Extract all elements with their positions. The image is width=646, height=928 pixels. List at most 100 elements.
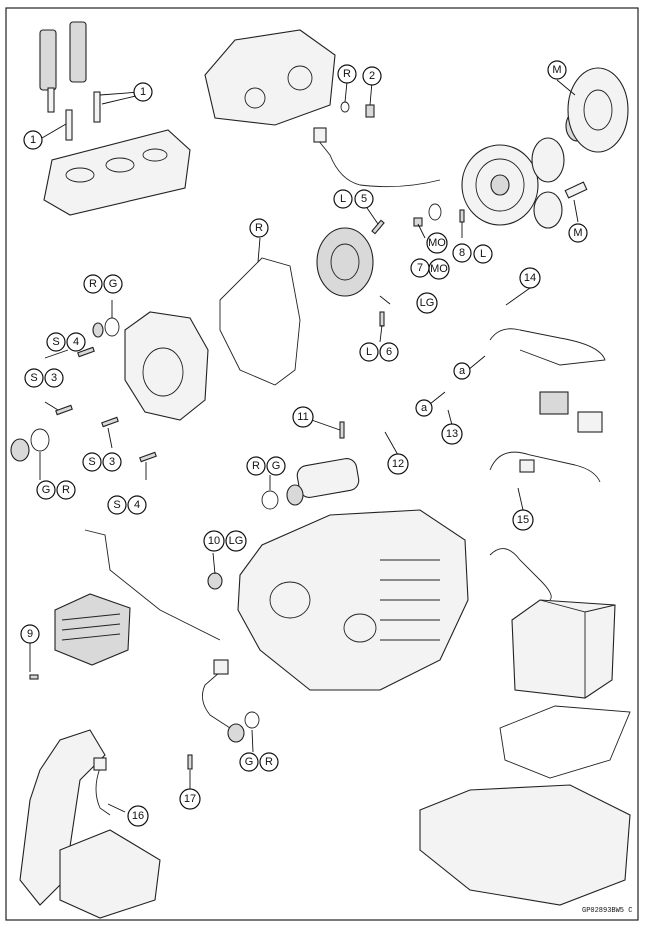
o-ring xyxy=(104,317,120,337)
code-l-5: L xyxy=(333,189,353,209)
callout-4-lower-text: 4 xyxy=(134,499,140,511)
code-mo-upper: MO xyxy=(426,232,448,254)
code-r-sensor-text: R xyxy=(265,756,273,768)
code-g-cover-text: G xyxy=(109,278,118,290)
harness-middle xyxy=(489,451,601,483)
callout-1-upper-text: 1 xyxy=(140,86,146,98)
code-lg-stator: LG xyxy=(416,292,438,314)
code-lg-stator-text: LG xyxy=(420,297,435,309)
sensor-connector xyxy=(213,659,229,675)
callout-13: 13 xyxy=(441,423,463,445)
code-r-cover-text: R xyxy=(89,278,97,290)
callout-11: 11 xyxy=(292,406,314,428)
callout-4-upper: 4 xyxy=(66,332,86,352)
code-g-plug-text: G xyxy=(42,484,51,496)
callout-3-lower: 3 xyxy=(102,452,122,472)
callout-14-text: 14 xyxy=(524,272,536,284)
code-s-3-lower-text: S xyxy=(88,456,95,468)
callout-4-lower: 4 xyxy=(127,495,147,515)
seal-ring xyxy=(340,101,350,113)
code-mo-upper-text: MO xyxy=(428,237,446,249)
alternator-cover xyxy=(124,311,209,421)
callout-7-text: 7 xyxy=(417,262,423,274)
code-g-sensor: G xyxy=(239,752,259,772)
callout-14: 14 xyxy=(519,267,541,289)
callout-9-text: 9 xyxy=(27,628,33,640)
code-a-upper-text: a xyxy=(459,365,466,377)
code-g-sensor-text: G xyxy=(245,756,254,768)
code-s-4-lower: S xyxy=(107,495,127,515)
callout-8-text: 8 xyxy=(459,247,465,259)
battery-cable xyxy=(489,548,552,601)
code-r-top: R xyxy=(337,64,357,84)
callout-12: 12 xyxy=(387,453,409,475)
oxygen-sensor-lead xyxy=(95,767,111,816)
callout-10: 10 xyxy=(203,530,225,552)
battery-case xyxy=(419,784,631,906)
code-l-5-text: L xyxy=(340,193,346,205)
connector xyxy=(519,459,535,473)
code-r-plug-text: R xyxy=(62,484,70,496)
code-l-6: L xyxy=(359,342,379,362)
code-s-3-upper: S xyxy=(24,368,44,388)
idle-gear-shaft xyxy=(564,181,588,199)
code-a-upper: a xyxy=(453,362,471,380)
washer xyxy=(428,203,442,221)
relay xyxy=(577,411,603,433)
callout-16-text: 16 xyxy=(132,810,144,822)
callout-17-text: 17 xyxy=(184,793,196,805)
callout-12-text: 12 xyxy=(392,458,404,470)
plug-o-ring xyxy=(30,428,50,452)
cover-gasket xyxy=(219,257,301,386)
callout-3-upper-text: 3 xyxy=(51,372,57,384)
battery-strap-plate xyxy=(499,705,631,779)
callout-1-upper: 1 xyxy=(133,82,153,102)
code-r-starter: R xyxy=(246,456,266,476)
code-s-3-upper-text: S xyxy=(30,372,37,384)
code-r-plug: R xyxy=(56,480,76,500)
code-m-shaft: M xyxy=(568,223,588,243)
starter-motor xyxy=(286,458,360,506)
code-g-starter: G xyxy=(266,456,286,476)
callout-10-text: 10 xyxy=(208,535,220,547)
code-r-cover: R xyxy=(83,274,103,294)
callout-1-lower: 1 xyxy=(23,130,43,150)
code-r-starter-text: R xyxy=(252,460,260,472)
upper-housing xyxy=(204,29,336,126)
callout-5: 5 xyxy=(354,189,374,209)
code-s-3-lower: S xyxy=(82,452,102,472)
flywheel-rotor xyxy=(461,144,539,226)
code-mo-lower-text: MO xyxy=(430,263,448,275)
callout-15: 15 xyxy=(512,509,534,531)
regulator-rectifier xyxy=(54,593,131,666)
regulator-bracket xyxy=(84,529,221,641)
code-m-shaft-text: M xyxy=(573,227,582,239)
code-lg-10: LG xyxy=(225,530,247,552)
ignition-coil-group xyxy=(39,21,101,141)
code-mo-lower: MO xyxy=(428,258,450,280)
callout-13-text: 13 xyxy=(446,428,458,440)
code-s-4-lower-text: S xyxy=(113,499,120,511)
callout-17: 17 xyxy=(179,788,201,810)
callout-3-lower-text: 3 xyxy=(109,456,115,468)
code-a-lower-text: a xyxy=(421,402,428,414)
stator-lead xyxy=(317,139,441,188)
code-r-sensor: R xyxy=(259,752,279,772)
idle-gear xyxy=(533,191,563,229)
code-m-gear: M xyxy=(547,60,567,80)
code-l-8: L xyxy=(473,244,493,264)
stator xyxy=(316,227,374,297)
callout-7: 7 xyxy=(410,258,430,278)
spacer-10 xyxy=(207,572,223,590)
page-frame xyxy=(5,7,639,921)
callout-6-text: 6 xyxy=(386,346,392,358)
harness-upper xyxy=(489,328,606,366)
code-s-4-upper-text: S xyxy=(52,336,59,348)
leader-lines xyxy=(29,79,579,813)
callout-4-upper-text: 4 xyxy=(73,336,79,348)
oxygen-sensor-connector xyxy=(93,757,107,771)
cylinder-head-cover xyxy=(43,129,191,216)
callout-3-upper: 3 xyxy=(44,368,64,388)
code-l-6-text: L xyxy=(366,346,372,358)
code-g-starter-text: G xyxy=(272,460,281,472)
